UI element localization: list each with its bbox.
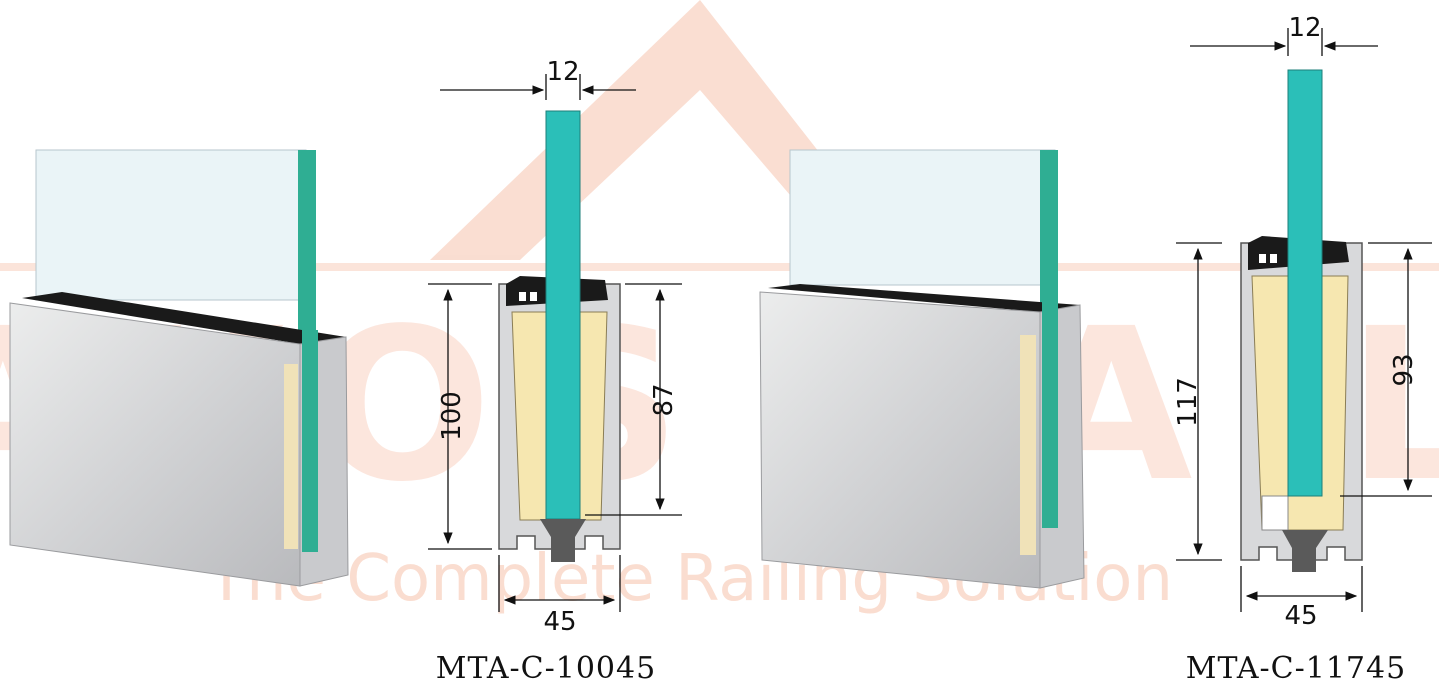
- glass-panel: [789, 149, 1056, 286]
- glass-in-profile: [302, 330, 318, 552]
- glass-pane: [1287, 69, 1323, 497]
- gasket-hole-2: [530, 292, 537, 301]
- glass-pane: [545, 110, 581, 520]
- filler-wedge: [1020, 335, 1036, 555]
- dim-height: 100: [437, 391, 467, 441]
- spacer-block: [1261, 495, 1289, 531]
- setting-block: [1282, 530, 1328, 572]
- filler-wedge: [284, 364, 298, 549]
- setting-block: [540, 519, 586, 562]
- product-code: MTA-C-11745: [1186, 651, 1406, 686]
- dim-insert-depth: 93: [1389, 353, 1419, 386]
- gasket-hole-2: [1270, 254, 1277, 263]
- product-1-3d-view: [9, 149, 349, 587]
- watermark-logo-peak: [430, 0, 880, 260]
- gasket-hole-1: [519, 292, 526, 301]
- dim-insert-depth: 87: [649, 383, 679, 416]
- glass-panel: [35, 149, 307, 301]
- profile-top-gasket: [768, 284, 1080, 312]
- profile-body: [9, 302, 301, 587]
- product-2-section: 12 117 93 45 MTA-C-11745: [1173, 13, 1432, 686]
- glass-in-profile: [1042, 300, 1058, 528]
- product-1-section: 12 100 87 45 MTA-C-10045: [428, 57, 682, 686]
- profile-body: [759, 291, 1041, 589]
- gasket-hole-1: [1259, 254, 1266, 263]
- dim-glass-thickness: 12: [1288, 13, 1321, 43]
- dim-width: 45: [1284, 601, 1317, 631]
- watermark-band: [0, 263, 1439, 271]
- profile-top-gasket: [22, 292, 346, 344]
- product-code: MTA-C-10045: [436, 651, 656, 686]
- dim-height: 117: [1173, 377, 1203, 427]
- product-2-3d-view: [759, 149, 1085, 589]
- dim-width: 45: [543, 607, 576, 637]
- dim-glass-thickness: 12: [546, 57, 579, 87]
